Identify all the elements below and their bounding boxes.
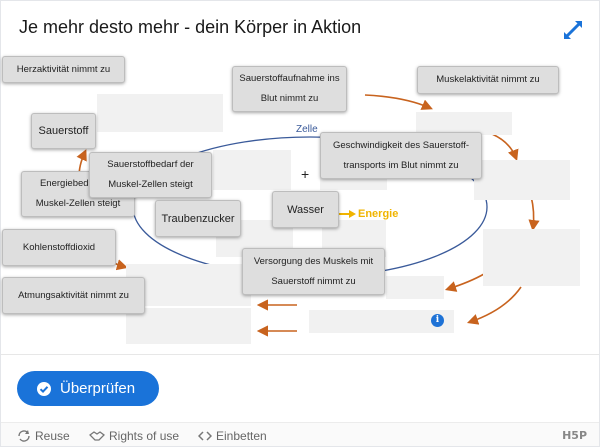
code-icon [198,431,212,441]
dropzone-9[interactable] [126,264,251,306]
dropzone-6[interactable] [483,229,580,286]
fullscreen-icon[interactable] [560,17,586,43]
drag-drop-canvas: Zelle Energie + Herzaktivität nimmt zu S… [0,52,600,354]
dropzone-11[interactable] [386,276,444,299]
handshake-icon [89,431,105,441]
footer: Reuse Rights of use Einbetten H5P [1,422,599,446]
check-button-label: Überprüfen [60,380,136,397]
chip-geschwindigkeit[interactable]: Geschwindigkeit des Sauerstoff-transport… [320,132,482,179]
embed-link[interactable]: Einbetten [198,429,267,443]
chip-versorgung[interactable]: Versorgung des Muskels mit Sauerstoff ni… [242,248,385,295]
dropzone-3[interactable] [474,160,570,200]
energy-label: Energie [358,208,399,220]
chip-atmungsaktivitaet[interactable]: Atmungsaktivität nimmt zu [2,277,145,314]
energy-arrow-icon [339,210,356,218]
check-button[interactable]: Überprüfen [17,371,159,406]
dropzone-2[interactable] [416,112,512,135]
reuse-icon [18,430,30,442]
dropzone-10[interactable] [126,308,251,344]
rights-of-use-link[interactable]: Rights of use [89,429,179,443]
chip-sauerstoff[interactable]: Sauerstoff [31,113,96,149]
chip-kohlenstoffdioxid[interactable]: Kohlenstoffdioxid [2,229,116,266]
info-icon[interactable]: i [431,314,444,327]
h5p-logo: H5P [562,429,587,442]
plus-sign: + [301,166,310,182]
page-title: Je mehr desto mehr - dein Körper in Akti… [19,17,362,37]
chip-sauerstoffbedarf[interactable]: Sauerstoffbedarf der Muskel-Zellen steig… [89,152,212,198]
chip-muskelaktivitaet[interactable]: Muskelaktivität nimmt zu [417,66,559,94]
reuse-link[interactable]: Reuse [17,429,70,443]
dropzone-1[interactable] [97,94,223,132]
chip-sauerstoffaufnahme[interactable]: Sauerstoffaufnahme ins Blut nimmt zu [232,66,347,112]
dropzone-12[interactable] [309,310,454,333]
divider [1,354,599,355]
dropzone-4[interactable] [213,150,291,190]
chip-wasser[interactable]: Wasser [272,191,339,228]
chip-herzaktivitaet[interactable]: Herzaktivität nimmt zu [2,56,125,83]
chip-traubenzucker[interactable]: Traubenzucker [155,200,241,237]
check-circle-icon [37,381,51,396]
cell-label: Zelle [296,124,318,135]
